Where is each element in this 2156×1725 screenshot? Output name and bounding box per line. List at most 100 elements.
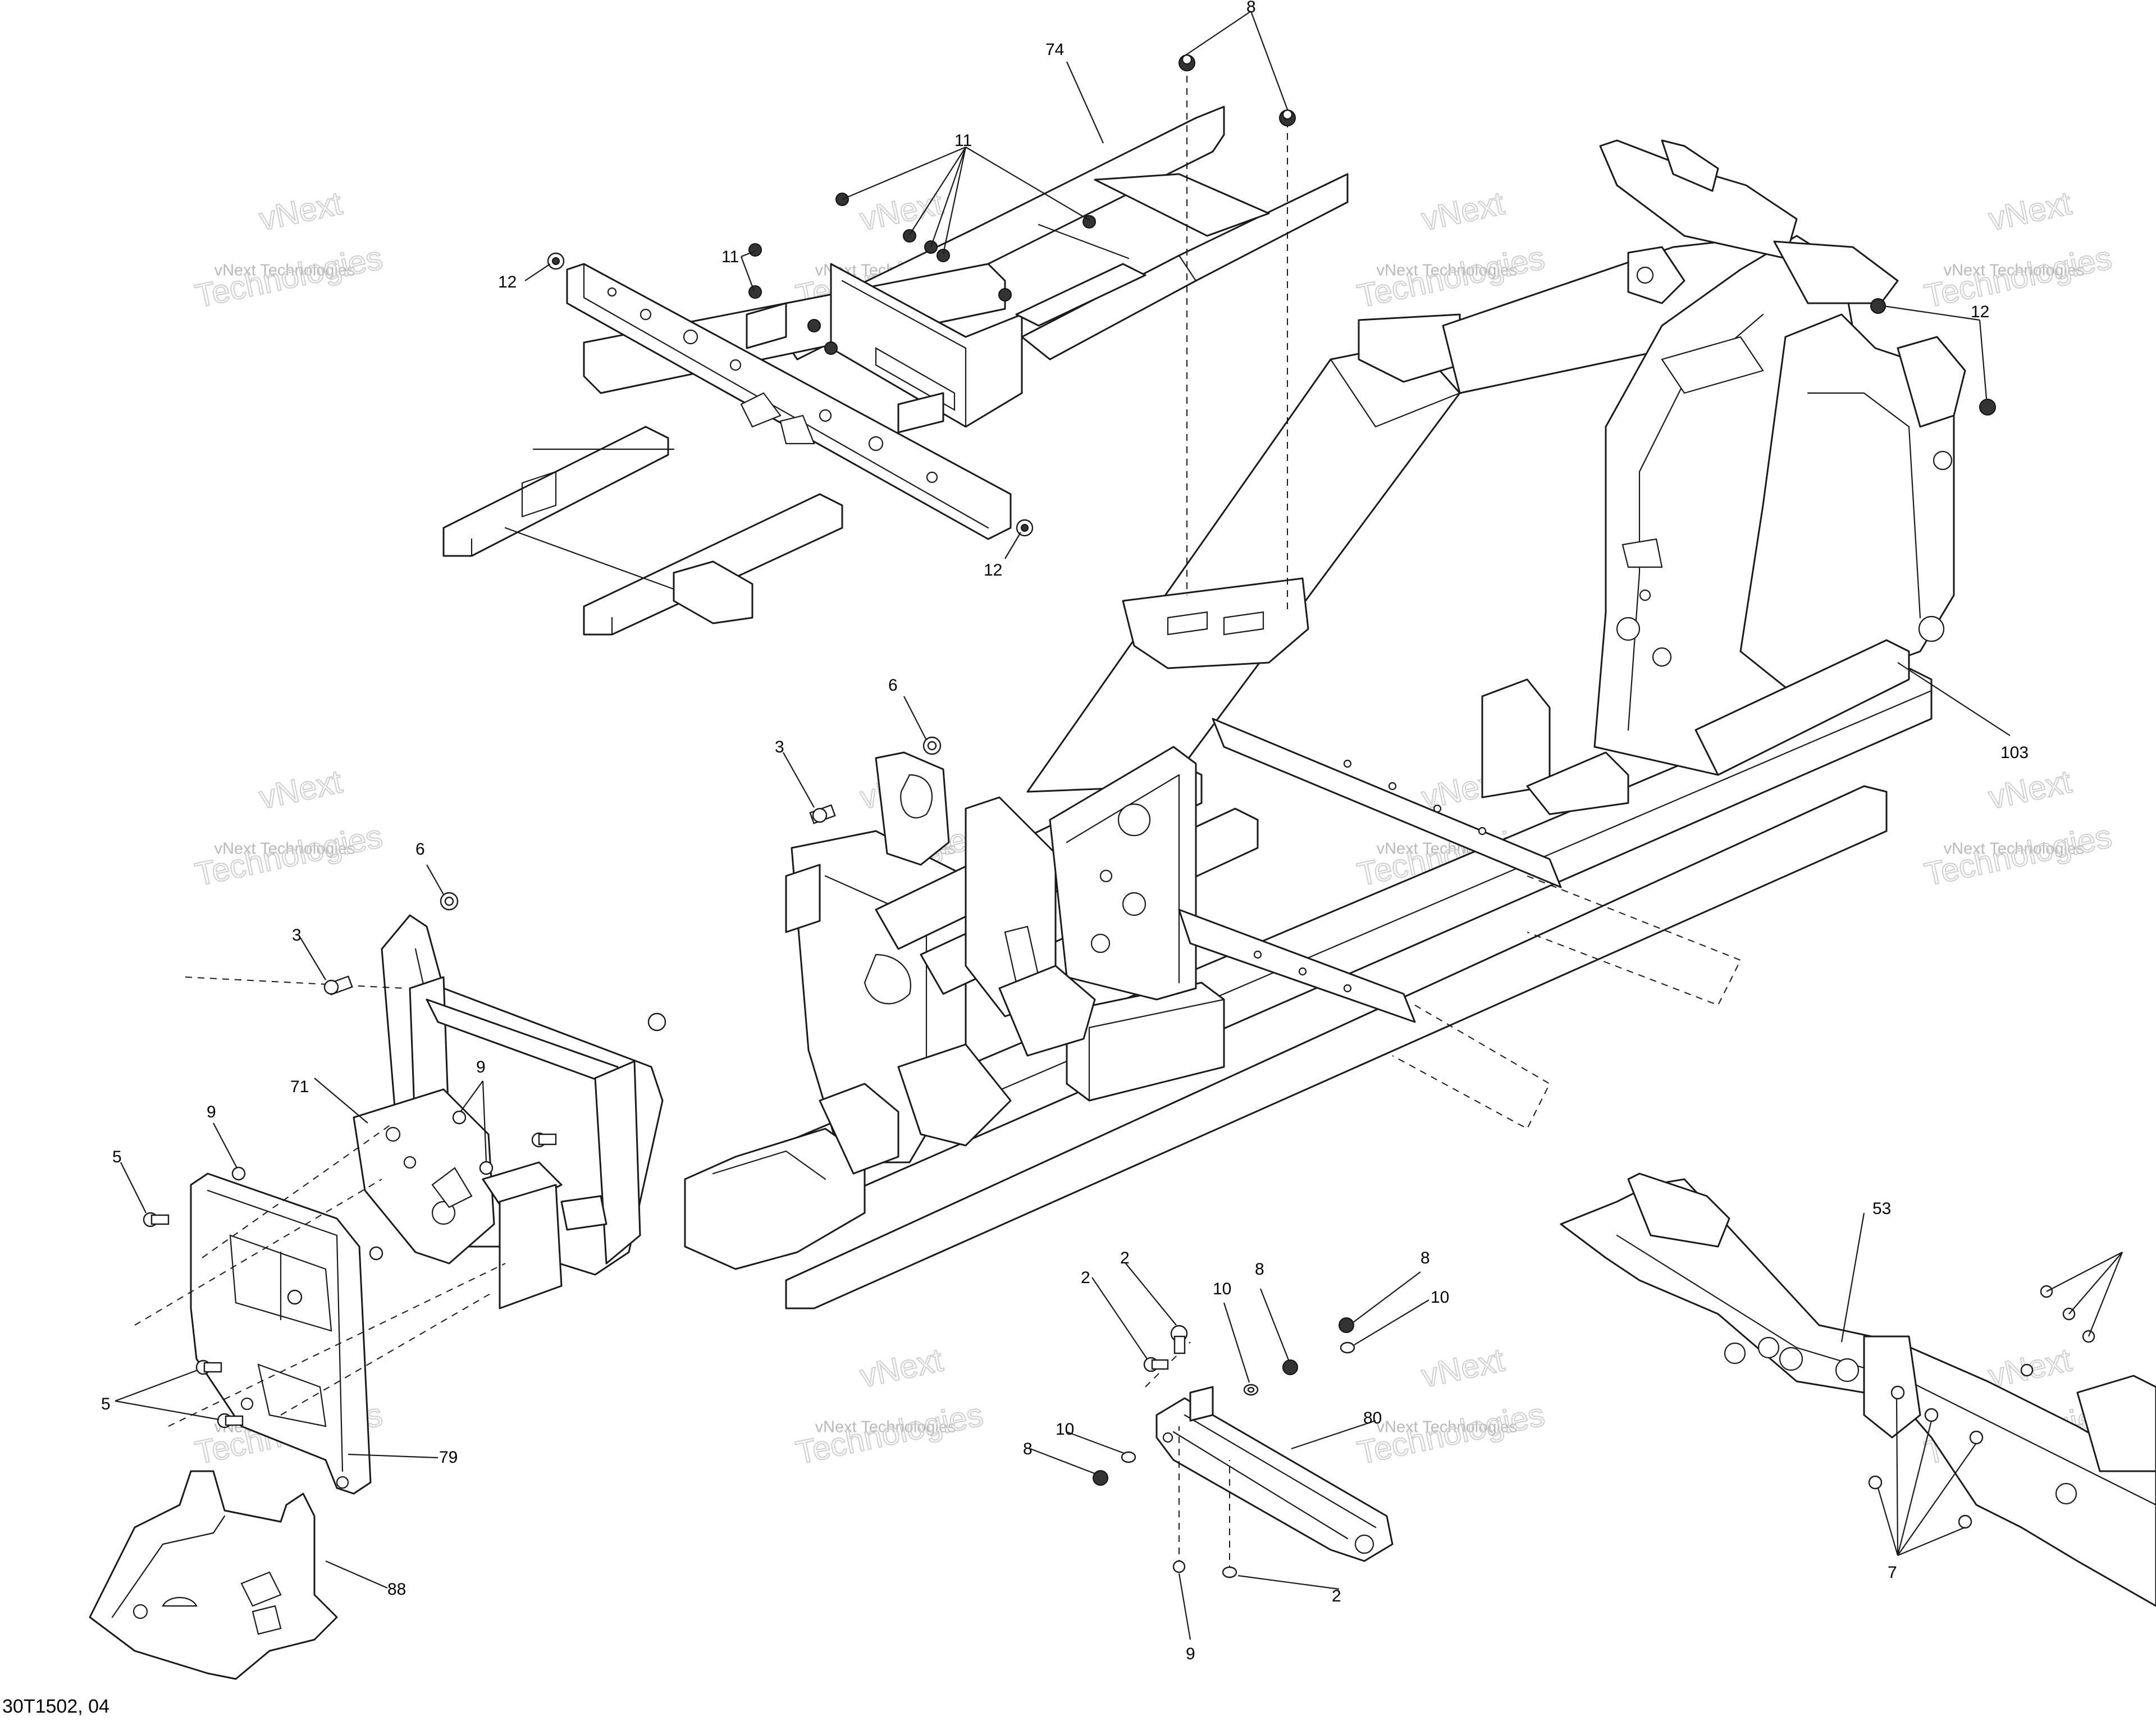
watermark-middle: vNext Technologies (1944, 839, 2085, 857)
watermark-bottom: Technologies (1921, 239, 2115, 314)
bracket-53 (1560, 1172, 2156, 1607)
nut-icon (369, 1246, 383, 1261)
watermark-middle: vNext Technologies (1944, 261, 2085, 279)
watermark-bottom: Technologies (793, 1396, 986, 1471)
skid-plate-88 (89, 1470, 338, 1680)
callout-2-c: 2 (1332, 1587, 1341, 1605)
washer-icon (1121, 1451, 1136, 1463)
callout-3-a: 3 (775, 738, 784, 756)
nut-icon (1979, 399, 1996, 416)
assembly-lines (134, 76, 1288, 1572)
callout-11-a: 11 (954, 131, 972, 150)
nut-icon (1890, 1385, 1905, 1400)
callout-74: 74 (1045, 40, 1064, 59)
watermark-top: vNext (857, 185, 946, 238)
watermark-8: vNext vNext Technologies Technologies (1921, 763, 2116, 893)
watermark-middle: vNext Technologies (214, 839, 355, 857)
nut-icon (937, 249, 950, 262)
watermark-middle: vNext Technologies (815, 1418, 956, 1436)
nut-icon (998, 288, 1012, 302)
callout-12-b: 12 (984, 561, 1002, 579)
watermark-1: vNext vNext Technologies Technologies (191, 184, 386, 315)
washer-icon (1340, 1341, 1355, 1354)
nut-icon (1870, 298, 1886, 314)
nut-icon (1969, 1430, 1984, 1445)
watermark-bottom: Technologies (192, 239, 386, 314)
leader-lines (115, 11, 2123, 1640)
watermark-11: vNext vNext Technologies Technologies (1354, 1341, 1549, 1472)
callout-8-top: 8 (1246, 0, 1256, 16)
nut-icon (440, 892, 459, 911)
rear-cargo-frame-74 (442, 106, 1349, 636)
callout-9-b: 9 (207, 1103, 216, 1121)
nut-icon (824, 341, 838, 355)
watermark-bottom: Technologies (1921, 818, 2115, 893)
callout-8-c: 8 (1420, 1249, 1430, 1267)
callout-8-b: 8 (1255, 1260, 1264, 1279)
nut-icon (1339, 1317, 1354, 1333)
watermark-top: vNext (256, 185, 345, 238)
bolt-icon (143, 1212, 170, 1227)
callout-71: 71 (290, 1078, 309, 1096)
bolt-icon (1170, 1325, 1188, 1354)
bracket-80 (1155, 1386, 1394, 1562)
watermark-3: vNext vNext Technologies Technologies (1354, 184, 1549, 315)
callout-2-a: 2 (1081, 1268, 1090, 1287)
hardware (143, 54, 2095, 1578)
washer-icon (1243, 1384, 1259, 1396)
callout-9-c: 9 (1186, 1645, 1195, 1663)
callout-10-b: 10 (1431, 1288, 1449, 1307)
callout-5-a: 5 (112, 1148, 122, 1166)
watermark-top: vNext (256, 763, 345, 816)
watermark-middle: vNext Technologies (1377, 1418, 1518, 1436)
bolt-icon (809, 804, 836, 824)
watermark-top: vNext (1985, 763, 2075, 816)
nut-icon (1093, 1470, 1108, 1486)
callout-103: 103 (2000, 743, 2029, 762)
callout-6-b: 6 (415, 840, 425, 859)
nut-icon (547, 252, 565, 270)
nut-icon (231, 1166, 246, 1181)
bolt-icon (531, 1132, 557, 1148)
bolt-icon (287, 1289, 303, 1305)
callouts: 74 8 11 11 12 12 12 103 6 3 6 3 9 71 9 5… (101, 0, 2029, 1663)
nut-icon (1279, 109, 1296, 126)
callout-3-b: 3 (292, 926, 302, 944)
callout-10-a: 10 (1213, 1280, 1231, 1298)
nut-icon (1282, 1359, 1298, 1375)
watermark-middle: vNext Technologies (1377, 261, 1518, 279)
main-frame-103 (684, 139, 1966, 1309)
front-plate-79 (190, 1172, 372, 1495)
watermark-10: vNext vNext Technologies Technologies (792, 1341, 987, 1472)
bolt-icon (195, 1359, 222, 1375)
front-support-71 (353, 914, 664, 1309)
callout-53: 53 (1872, 1199, 1891, 1218)
watermark-top: vNext (1418, 1341, 1508, 1394)
nut-icon (452, 1110, 467, 1125)
nut-icon (1179, 54, 1195, 71)
nut-icon (647, 1012, 666, 1032)
nut-icon (748, 285, 762, 299)
callout-2-b: 2 (1120, 1249, 1130, 1267)
figure-reference-code: 30T1502, 04 (2, 1696, 109, 1717)
watermark-5: vNext vNext Technologies Technologies (191, 763, 386, 893)
nut-icon (748, 243, 762, 257)
bolt-icon (2020, 1363, 2034, 1377)
nut-icon (922, 736, 942, 755)
callout-88: 88 (387, 1580, 406, 1599)
watermark-top: vNext (1985, 185, 2075, 238)
nut-icon (479, 1161, 494, 1175)
callout-10-c: 10 (1056, 1420, 1074, 1439)
callout-12-c: 12 (1971, 303, 1989, 321)
callout-5-b: 5 (101, 1395, 111, 1413)
nut-icon (1172, 1560, 1186, 1573)
watermark-bottom: Technologies (1354, 1396, 1548, 1471)
bolt-icon (217, 1413, 244, 1429)
watermark-top: vNext (1418, 185, 1508, 238)
callout-6-a: 6 (888, 676, 898, 695)
nut-icon (1868, 1475, 1883, 1490)
callout-9-a: 9 (476, 1058, 486, 1076)
nut-icon (807, 319, 821, 332)
nut-icon (1924, 1408, 1939, 1422)
